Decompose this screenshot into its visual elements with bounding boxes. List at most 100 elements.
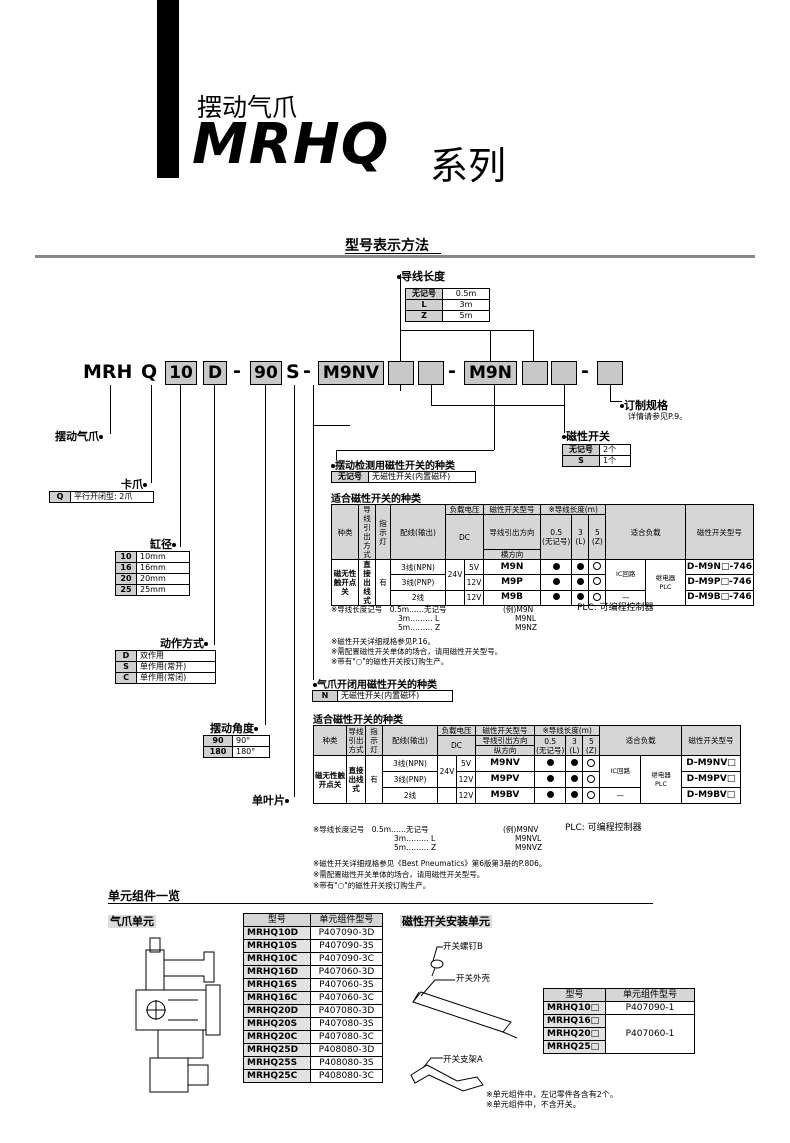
table2-note: ※带有"○"的磁性开关按订购生产。 (313, 881, 431, 890)
leader (214, 385, 215, 645)
table1-note: M9NL (515, 614, 537, 623)
table2-note: ※需配置磁性开关单体的场合，请用磁性开关型号。 (313, 870, 485, 879)
code-s: S (286, 361, 300, 383)
leader (494, 405, 495, 450)
leader (431, 405, 564, 406)
bore-title: 缸径 (150, 536, 176, 552)
table1-note: 3m……… L (398, 614, 440, 623)
table2-note: PLC: 可编程控制器 (565, 823, 642, 833)
section-title: 型号表示方法 (345, 238, 429, 254)
units-note: ※单元组件中，左记零件各含有2个。 (486, 1090, 618, 1099)
table1-note: M9NZ (515, 623, 537, 632)
units-title: 单元组件一览 (108, 889, 181, 903)
code-dash-1: - (233, 360, 241, 382)
code-q: Q (141, 361, 158, 383)
table2-note: ※磁性开关详细规格参见《Best Pneumatics》第6版第3册的P.806… (313, 859, 547, 868)
section-rule (35, 255, 755, 258)
code-bore: 10 (165, 361, 197, 385)
code-qty-2 (551, 361, 577, 385)
table1-title: 适合磁性开关的种类 (331, 494, 421, 505)
swing-switch-table: 无记号无磁性开关(内置磁环) (331, 471, 476, 483)
table-row: MRHQ16□P407060-1 (543, 1014, 695, 1054)
leader (564, 385, 565, 433)
switch-unit-table: 型号单元组件型号 MRHQ10□P407090-1 MRHQ16□P407060… (543, 988, 695, 1054)
leader (400, 330, 490, 331)
table1-note: PLC: 可编程控制器 (577, 603, 654, 613)
table1: 种类 导线引出方式 指示灯 配线(输出) 负载电压 磁性开关型号 ※导线长度(m… (331, 504, 755, 607)
leader (490, 330, 491, 361)
code-dash-3: - (448, 360, 456, 382)
action-title: 动作方式 (160, 635, 208, 651)
table1-note: 5m……… Z (398, 623, 441, 632)
code-gripper-switch: M9N (464, 361, 517, 385)
code-wire-length-1 (388, 361, 414, 385)
leader (533, 330, 534, 361)
header-subtitle: 摆动气爪 (197, 93, 298, 122)
leader (110, 385, 111, 434)
leader (400, 274, 401, 361)
units-note: ※单元组件中，不含开关。 (486, 1100, 581, 1109)
code-custom (597, 361, 623, 385)
code-swing-switch: M9NV (318, 361, 384, 385)
table2-note: 5m……… Z (394, 843, 437, 852)
table1-note: ※带有"○"的磁性开关按订购生产。 (331, 657, 449, 666)
leader (180, 385, 181, 547)
header-bar (157, 0, 179, 178)
leader (151, 385, 152, 483)
table1-note: ※磁性开关详细规格参见P.16。 (331, 637, 436, 646)
leader (490, 330, 533, 331)
custom-spec-title: 订制规格 (620, 397, 668, 413)
part-label-screw: 开关螺钉B (443, 942, 483, 952)
table2-note: 3m……… L (394, 834, 436, 843)
section-title-underline (345, 253, 441, 254)
leader (313, 425, 350, 426)
leader (313, 425, 314, 680)
leader (313, 385, 314, 425)
table-row: MRHQ10□P407090-1 (543, 1001, 695, 1015)
table2-note: M9NVZ (515, 843, 543, 852)
leader (336, 450, 494, 451)
jaw-title: 卡爪 (121, 476, 147, 492)
custom-spec-note: 详情请参见P.9。 (628, 412, 688, 421)
leader (610, 385, 611, 401)
table-row: MRHQ25□ (543, 1040, 695, 1054)
header-series: 系列 (430, 144, 507, 188)
wire-length-title: 导线长度 (397, 268, 445, 284)
table1-note: ※需配置磁性开关单体的场合，请用磁性开关型号。 (331, 647, 503, 656)
table2-note: ※导线长度记号 0.5m……无记号 (313, 825, 429, 834)
gripper-unit-label: 气爪单元 (108, 915, 156, 928)
code-qty-1 (418, 361, 444, 385)
leader (431, 385, 432, 405)
gripper-unit-drawing (135, 937, 221, 1093)
leader (265, 385, 266, 725)
table2-note: M9NVL (515, 834, 542, 843)
table2-title: 适合磁性开关的种类 (313, 715, 403, 726)
units-rule (108, 903, 653, 904)
code-wire-length-2 (522, 361, 548, 385)
code-dash-4: - (581, 360, 589, 382)
table2: 种类 导线引出方式 指示灯 配线(输出) 负载电压 磁性开关型号 ※导线长度(m… (313, 725, 741, 804)
swing-switch-title: 摆动检测用磁性开关的种类 (331, 457, 455, 472)
code-mrh: MRH (83, 361, 133, 383)
angle-title: 摆动角度 (210, 720, 258, 736)
single-vane-label: 单叶片 (252, 792, 289, 808)
